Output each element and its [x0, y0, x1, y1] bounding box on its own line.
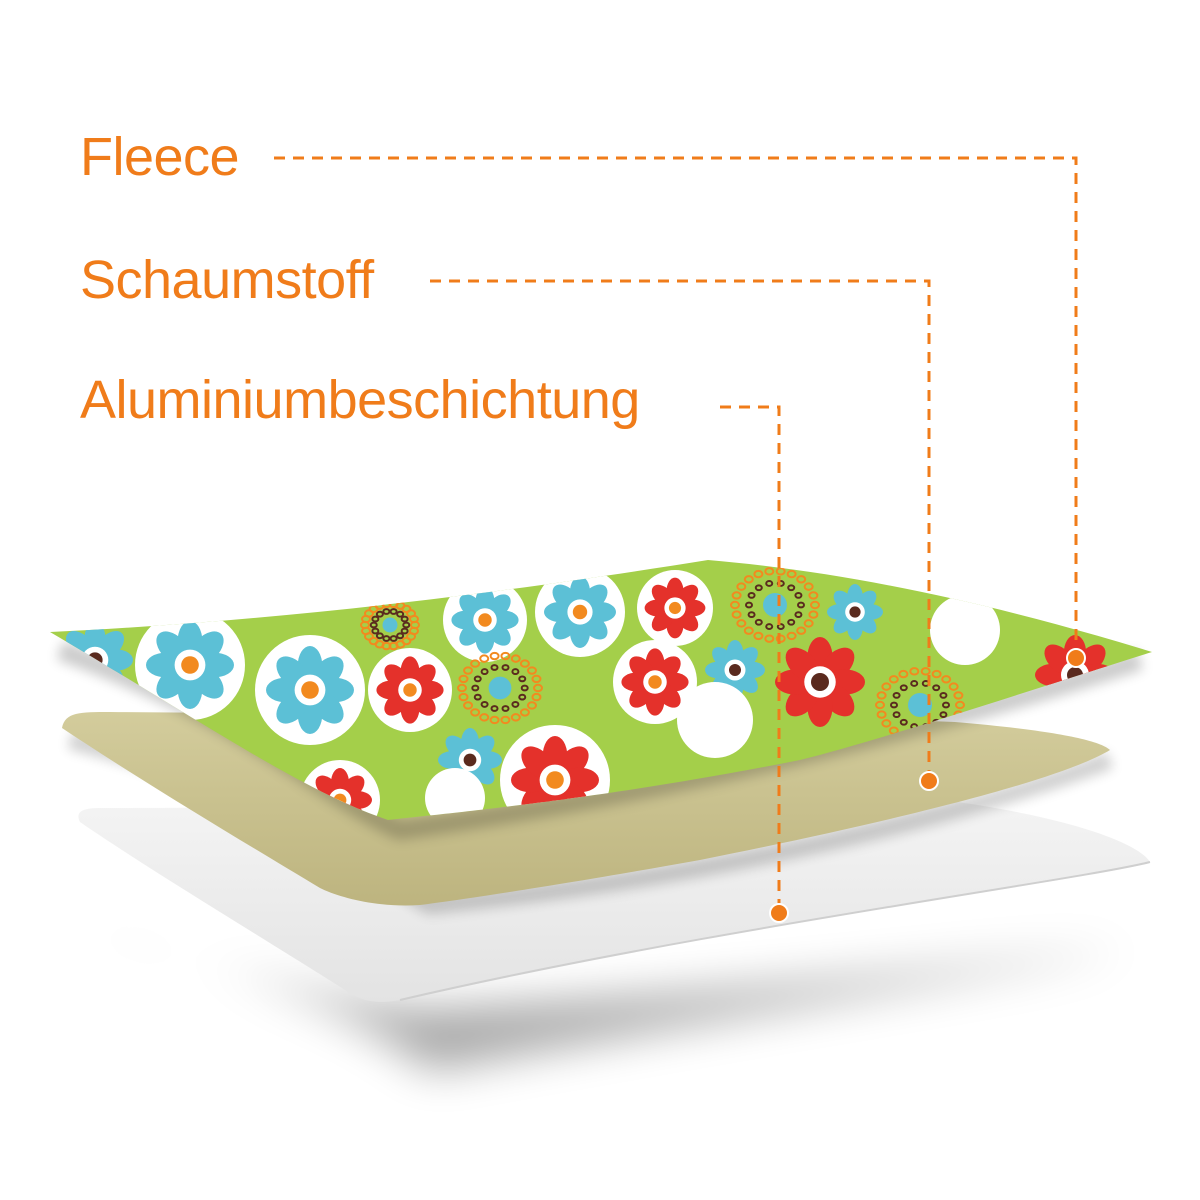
- callout-lines: [274, 156, 1078, 912]
- callout-line-fleece: [274, 156, 1078, 657]
- callout-dot-aluminiumbeschichtung: [769, 903, 789, 923]
- ground-shadow: [80, 930, 1130, 1070]
- callout-markers: [769, 648, 1086, 923]
- label-fleece: Fleece: [80, 127, 240, 187]
- label-schaumstoff: Schaumstoff: [80, 250, 374, 310]
- callout-line-aluminiumbeschichtung: [720, 405, 781, 912]
- label-aluminiumbeschichtung: Aluminiumbeschichtung: [80, 370, 640, 430]
- callout-dot-fleece: [1066, 648, 1086, 668]
- callout-dot-schaumstoff: [919, 771, 939, 791]
- callout-line-schaumstoff: [430, 279, 931, 780]
